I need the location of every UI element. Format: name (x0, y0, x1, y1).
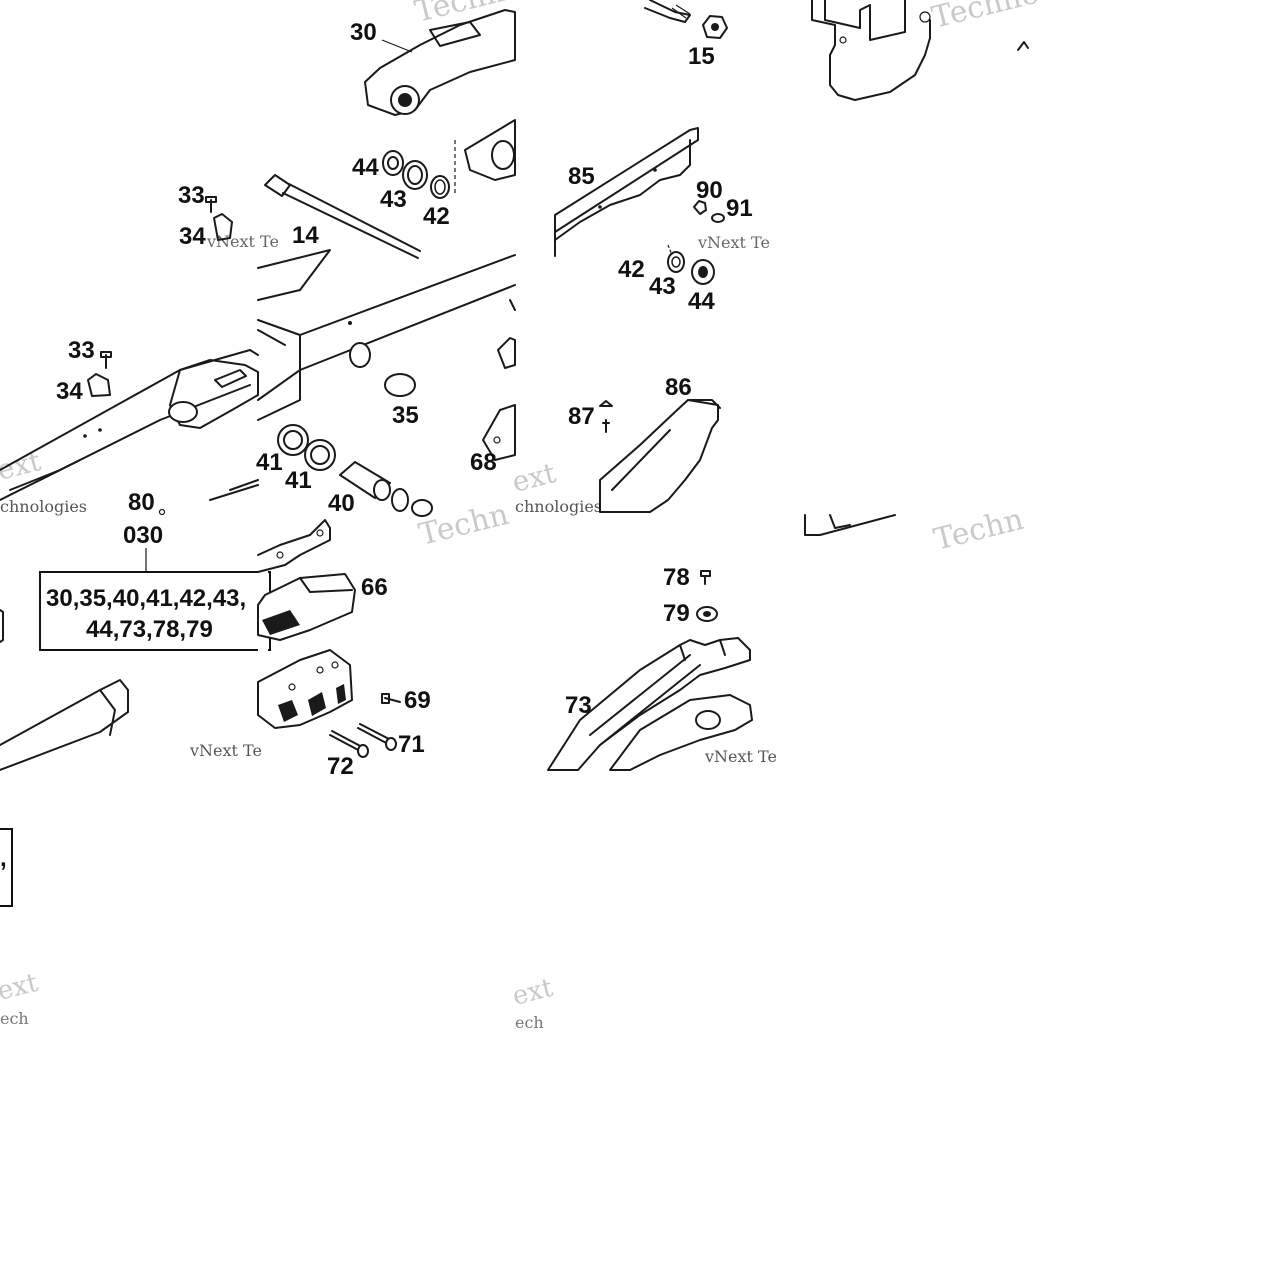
watermark: ext (509, 973, 556, 1012)
edge-box: , (0, 828, 13, 907)
callout-43: 43 (649, 273, 676, 300)
callout-68: 68 (470, 449, 497, 476)
swingarm-left-drawing (0, 196, 259, 771)
callout-30: 30 (350, 19, 377, 46)
callout-90: 90 (696, 177, 723, 204)
watermark: Techn (930, 502, 1027, 558)
callout-79: 79 (663, 600, 690, 627)
kit-box-line1: 30,35,40,41,42,43, (46, 585, 246, 612)
callout-34: 34 (179, 223, 206, 250)
watermark: chnologies (0, 497, 87, 516)
callout-14: 14 (292, 222, 319, 249)
callout-42: 42 (618, 256, 645, 283)
callout-15: 15 (688, 43, 715, 70)
watermark: ext (509, 456, 560, 499)
callout-40: 40 (328, 490, 355, 517)
watermark-layer: Techno Techno vNext Te vNext Te chnologi… (0, 0, 1043, 1032)
callout-41: 41 (256, 449, 283, 476)
callout-41: 41 (285, 467, 312, 494)
linkage-drawing (257, 9, 516, 517)
callout-030: 030 (123, 522, 163, 549)
swingarm-slider-drawing (547, 570, 753, 771)
callout-44: 44 (688, 288, 715, 315)
callout-66: 66 (361, 574, 388, 601)
kit-box-line2: 44,73,78,79 (86, 616, 213, 643)
callout-labels: 30 15 44 43 42 33 34 14 85 90 91 42 43 4… (56, 19, 753, 780)
edge-box-text: , (0, 845, 7, 872)
callout-34: 34 (56, 378, 83, 405)
kit-box: 30,35,40,41,42,43, 44,73,78,79 (39, 571, 271, 651)
watermark: vNext Te (206, 232, 279, 251)
chain-guard-drawing (554, 0, 728, 285)
callout-85: 85 (568, 163, 595, 190)
mudguard-drawing (811, 0, 1029, 101)
callout-73: 73 (565, 692, 592, 719)
callout-91: 91 (726, 195, 753, 222)
callout-42: 42 (423, 203, 450, 230)
chain-slider-drawing (599, 399, 721, 513)
watermark: vNext Te (189, 741, 262, 760)
watermark: ech (515, 1013, 544, 1032)
callout-33: 33 (178, 182, 205, 209)
callout-71: 71 (398, 731, 425, 758)
callout-86: 86 (665, 374, 692, 401)
callout-78: 78 (663, 564, 690, 591)
callout-35: 35 (392, 402, 419, 429)
chain-guide-drawing (257, 519, 401, 758)
watermark: ech (0, 1009, 29, 1028)
watermark: chnologies (515, 497, 602, 516)
callout-80: 80 (128, 489, 155, 516)
callout-33: 33 (68, 337, 95, 364)
callout-87: 87 (568, 403, 595, 430)
callout-44: 44 (352, 154, 379, 181)
watermark: Techno (928, 0, 1042, 36)
callout-69: 69 (404, 687, 431, 714)
watermark: vNext Te (704, 747, 777, 766)
callout-72: 72 (327, 753, 354, 780)
part-fragment (804, 514, 896, 536)
watermark: vNext Te (697, 233, 770, 252)
callout-43: 43 (380, 186, 407, 213)
watermark: ext (0, 968, 42, 1007)
